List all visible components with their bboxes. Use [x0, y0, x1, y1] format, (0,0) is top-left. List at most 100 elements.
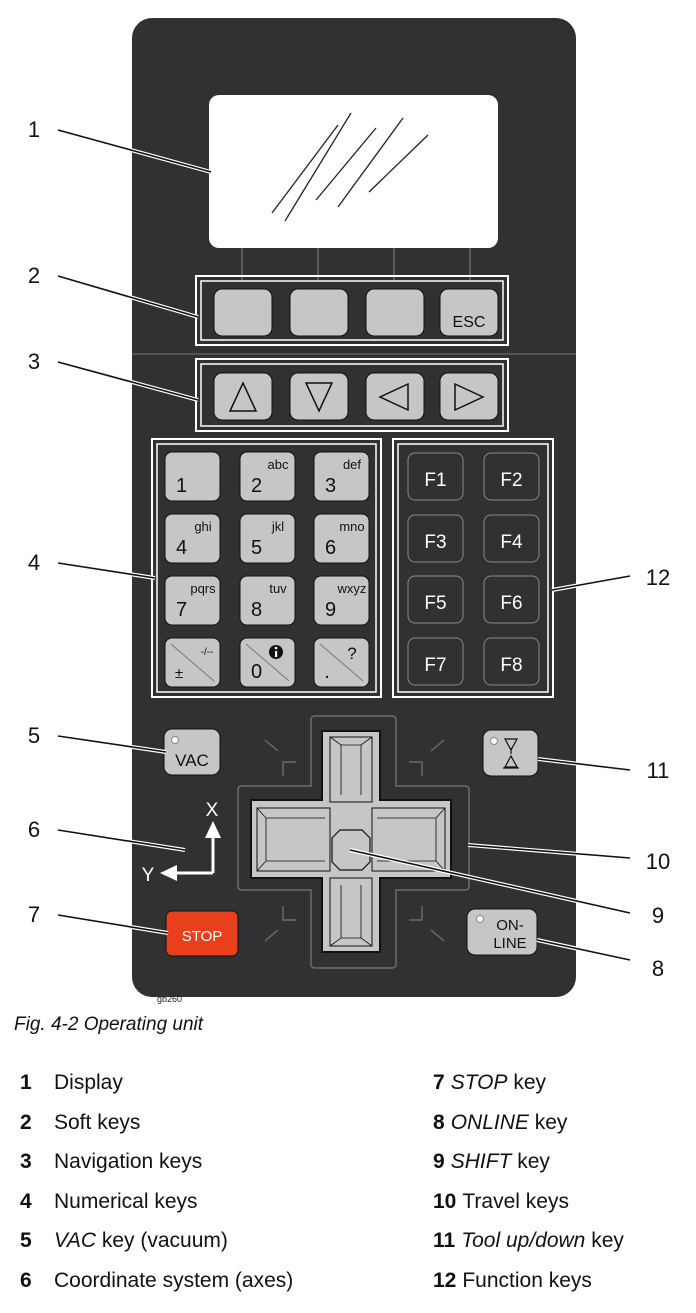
numpad-key-1[interactable]: 1	[164, 451, 221, 502]
travel-key-right[interactable]	[371, 807, 446, 872]
vac-key[interactable]: VAC	[163, 728, 221, 776]
dot-key-top-label: ?	[347, 644, 356, 663]
diagonal-travel-marks	[264, 739, 445, 942]
legend-key-name: VAC	[54, 1229, 97, 1252]
function-key-f8[interactable]: F8	[483, 637, 540, 686]
legend-number: 12	[433, 1268, 457, 1292]
callout-3: 3	[28, 349, 40, 374]
numpad-key-8[interactable]: 8 tuv	[239, 575, 296, 626]
function-key-f6[interactable]: F6	[483, 575, 540, 624]
function-key-f5[interactable]: F5	[407, 575, 464, 624]
numpad-key-digit: 6	[325, 537, 336, 559]
triangle-left-icon	[378, 382, 409, 412]
coordinate-axes-icon	[160, 821, 221, 881]
numpad-key-letters: tuv	[269, 581, 287, 596]
travel-key-down[interactable]	[329, 877, 373, 947]
numpad-key-digit: 1	[176, 475, 187, 497]
nav-key-right[interactable]	[439, 372, 499, 421]
info-icon	[269, 645, 283, 659]
sign-key-bottom-label: ±	[175, 665, 183, 682]
function-key-f7[interactable]: F7	[407, 637, 464, 686]
soft-key-2[interactable]	[289, 288, 349, 337]
numpad-key-digit: 4	[176, 537, 187, 559]
soft-key-1[interactable]	[213, 288, 273, 337]
triangle-down-icon	[304, 382, 334, 413]
navkeys-frame-inner	[200, 363, 504, 427]
numpad-frame	[151, 438, 382, 698]
legend-text: Display	[54, 1071, 123, 1094]
nav-key-down[interactable]	[289, 372, 349, 421]
callout-7: 7	[28, 902, 40, 927]
numpad-key-digit: 3	[325, 475, 336, 497]
legend-text: key (vacuum)	[96, 1229, 228, 1252]
sign-key[interactable]: -/-- ±	[164, 637, 221, 688]
function-key-f2[interactable]: F2	[483, 452, 540, 501]
diagram-code: gb260	[157, 994, 183, 1004]
function-key-f1[interactable]: F1	[407, 452, 464, 501]
callout-5: 5	[28, 723, 40, 748]
legend-text: Soft keys	[54, 1110, 141, 1134]
numpad-key-digit: 9	[325, 599, 336, 621]
function-key-label: F4	[500, 532, 523, 553]
tool-up-down-key[interactable]	[482, 729, 539, 777]
legend-key-name: STOP	[450, 1071, 508, 1094]
legend-number: 8	[433, 1110, 445, 1134]
numpad-key-letters: mno	[339, 519, 364, 534]
function-key-label: F7	[424, 655, 446, 676]
x-axis-label: X	[206, 800, 219, 821]
display-screen	[209, 95, 498, 248]
legend-text: key	[511, 1150, 550, 1173]
legend-number: 4	[20, 1189, 32, 1213]
online-led-icon	[476, 915, 484, 923]
dot-question-key[interactable]: ?.	[313, 637, 370, 688]
soft-key-3[interactable]	[365, 288, 425, 337]
legend-item: 1 Display	[20, 1068, 293, 1108]
numpad-key-2[interactable]: 2 abc	[239, 451, 296, 502]
stop-key-label: STOP	[182, 928, 223, 945]
vac-key-label: VAC	[175, 751, 209, 770]
numpad-key-0[interactable]: 0	[239, 637, 296, 688]
numpad-key-digit: 2	[251, 475, 262, 497]
travel-key-up[interactable]	[329, 736, 373, 803]
numpad-key-letters: abc	[268, 457, 289, 472]
travel-keys-outline	[237, 715, 470, 969]
callout-6: 6	[28, 817, 40, 842]
y-axis-label: Y	[142, 865, 155, 886]
numpad-key-letters: pqrs	[190, 581, 216, 596]
numpad-key-digit: 8	[251, 599, 262, 621]
legend-text: Travel keys	[462, 1189, 569, 1213]
legend-text: Numerical keys	[54, 1189, 198, 1213]
figure-caption: Fig. 4-2 Operating unit	[14, 1014, 204, 1035]
legend-text: Navigation keys	[54, 1150, 203, 1173]
legend-number: 1	[20, 1071, 32, 1094]
stop-key[interactable]: STOP	[165, 910, 239, 957]
function-key-f3[interactable]: F3	[407, 514, 464, 563]
softkeys-frame	[195, 275, 509, 346]
sign-key-top-label: -/--	[201, 647, 214, 658]
online-key[interactable]: ON- LINE	[466, 908, 538, 956]
function-key-label: F3	[424, 532, 446, 553]
numpad-key-letters: jkl	[271, 519, 284, 534]
nav-key-left[interactable]	[365, 372, 425, 421]
callout-1: 1	[28, 117, 40, 142]
travel-key-left[interactable]	[256, 807, 331, 872]
function-key-f4[interactable]: F4	[483, 514, 540, 563]
legend-number: 9	[433, 1150, 445, 1173]
function-key-label: F6	[500, 593, 522, 614]
esc-key[interactable]	[439, 288, 499, 337]
nav-key-up[interactable]	[213, 372, 273, 421]
